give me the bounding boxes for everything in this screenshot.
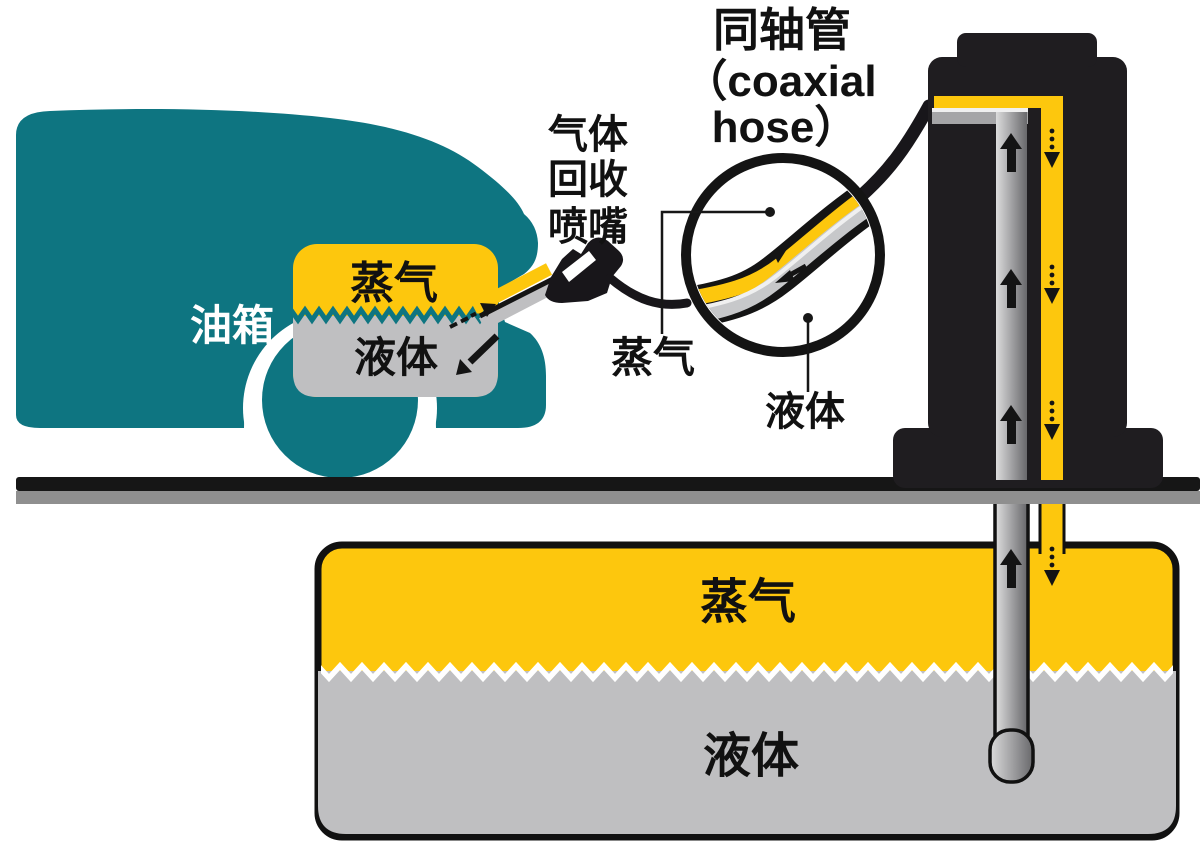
fuel-dispenser [893,33,1163,488]
car-fuel-tank [293,244,498,397]
lens-vapor-arrow [754,249,787,269]
car: 蒸气 液体 油箱 [16,109,692,505]
filler-vapor-path [471,263,552,314]
hose-vapor-label: 蒸气 [611,334,695,381]
coax-label-line2: （coaxial [683,57,876,106]
liquid-up-arrows [1000,133,1022,444]
vapor-out-arrow [449,303,496,329]
underground-storage-tank: 蒸气 液体 [314,541,1180,841]
lens-ring [681,153,885,357]
ground-subsurface-bar [16,491,1200,504]
vapor-down-arrows [1044,128,1060,440]
underground-vapor-label: 蒸气 [700,576,796,629]
liquid-in-arrow [456,333,500,375]
underground-tank-liquid-area [318,671,1176,834]
underground-liquid-label: 液体 [703,730,799,783]
filler-liquid-path [479,279,560,330]
vapor-down-arrow-tank [1044,546,1060,586]
nozzle-spout [478,276,555,319]
nozzle-label-line1: 气体 [548,113,628,157]
dispenser-body [928,57,1127,437]
nozzle-trigger-slit [562,251,596,282]
liquid-up-arrow-3 [1000,405,1022,444]
car-tank-vapor-label: 蒸气 [350,259,438,308]
liquid-up-arrow-tank [1000,549,1022,588]
lens-liquid-arrow [775,263,808,283]
hose-right-segment [854,99,936,203]
hose-vapor-annulus [692,179,874,308]
vapor-down-arrow-2 [1044,264,1060,304]
liquid-up-arrow-1 [1000,133,1022,172]
dispenser-base [893,428,1163,488]
nozzle-label: 气体 回收 喷嘴 [548,113,628,249]
vapor-channel-horizontal [934,96,1063,108]
leader-lines [660,210,810,392]
hose-vapor-leader-dot [765,207,775,217]
dispenser-cap [957,33,1097,67]
liquid-channel-highlight [932,108,1028,112]
car-tank-liquid-label: 液体 [354,334,438,381]
hose-left-segment [605,273,692,309]
hose-liquid-label: 液体 [765,390,845,434]
coax-label-line3: hose） [712,103,859,152]
hose-core-highlight [692,196,874,314]
nozzle-label-line3: 喷嘴 [548,205,628,249]
underground-liquid-surface-wave [321,661,1173,683]
filler-neck [471,263,560,330]
liquid-pipe [996,489,1027,741]
coaxial-hose-lens [681,153,885,357]
fuel-tank-label: 油箱 [190,302,274,349]
car-tank-liquid-area [293,316,498,397]
vapor-pipe [1041,489,1063,553]
vapor-down-arrow-3 [1044,400,1060,440]
vapor-down-arrow-1 [1044,128,1060,168]
hose-liquid-leader-dot [803,313,813,323]
fuel-nozzle-icon [545,237,624,303]
liquid-pipe-foot [988,728,1035,784]
coax-label-line1: 同轴管 [713,4,851,56]
hose-vapor-leader [660,210,770,334]
nozzle-label-line2: 回收 [548,158,628,202]
liquid-up-arrow-2 [1000,269,1022,308]
coaxial-hose-label: 同轴管 （coaxial hose） [683,4,876,152]
